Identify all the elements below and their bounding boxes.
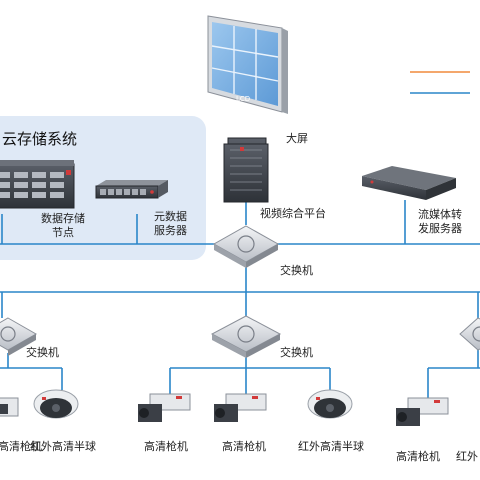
- middle-switch-label: 交换机: [280, 346, 313, 359]
- middle-access-switch: [210, 315, 282, 358]
- camera-label: 高清枪机: [0, 440, 42, 453]
- video-platform-label: 视频综合平台: [260, 207, 326, 220]
- stream-server-device: [362, 166, 456, 200]
- core-switch-label: 交换机: [280, 264, 313, 277]
- bullet-camera-icon: [0, 397, 19, 417]
- camera-label: 高清枪机: [222, 440, 266, 453]
- left-switch-label: 交换机: [26, 346, 59, 359]
- camera-label: 高清枪机: [396, 450, 440, 463]
- stream-server-label: 流媒体转 发服务器: [418, 208, 462, 235]
- bullet-camera-icon: [214, 393, 267, 422]
- dome-camera-icon: [307, 389, 353, 419]
- right-access-switch: [459, 317, 480, 351]
- camera-label: 红外高清半球: [298, 440, 364, 453]
- camera-label: 红外高清半球: [30, 440, 96, 453]
- metadata-server-label: 元数据 服务器: [154, 210, 187, 237]
- lcd-label: LCD: [236, 95, 250, 103]
- core-switch: [212, 225, 280, 268]
- bullet-camera-icon: [396, 397, 449, 426]
- metadata-server-device: [95, 180, 168, 199]
- bullet-camera-icon: [138, 393, 191, 422]
- video-platform-device: [223, 137, 269, 203]
- data-storage-node-device: [0, 160, 75, 209]
- connection-lines: [0, 148, 480, 398]
- lcd-video-wall: LCD: [207, 15, 288, 114]
- left-access-switch: [0, 317, 38, 356]
- camera-label: 红外: [456, 450, 478, 463]
- dome-camera-icon: [33, 389, 79, 419]
- camera-label: 高清枪机: [144, 440, 188, 453]
- big-screen-label: 大屏: [286, 132, 308, 145]
- cloud-storage-title: 云存储系统: [2, 130, 78, 148]
- data-storage-node-label: 数据存储 节点: [41, 212, 85, 239]
